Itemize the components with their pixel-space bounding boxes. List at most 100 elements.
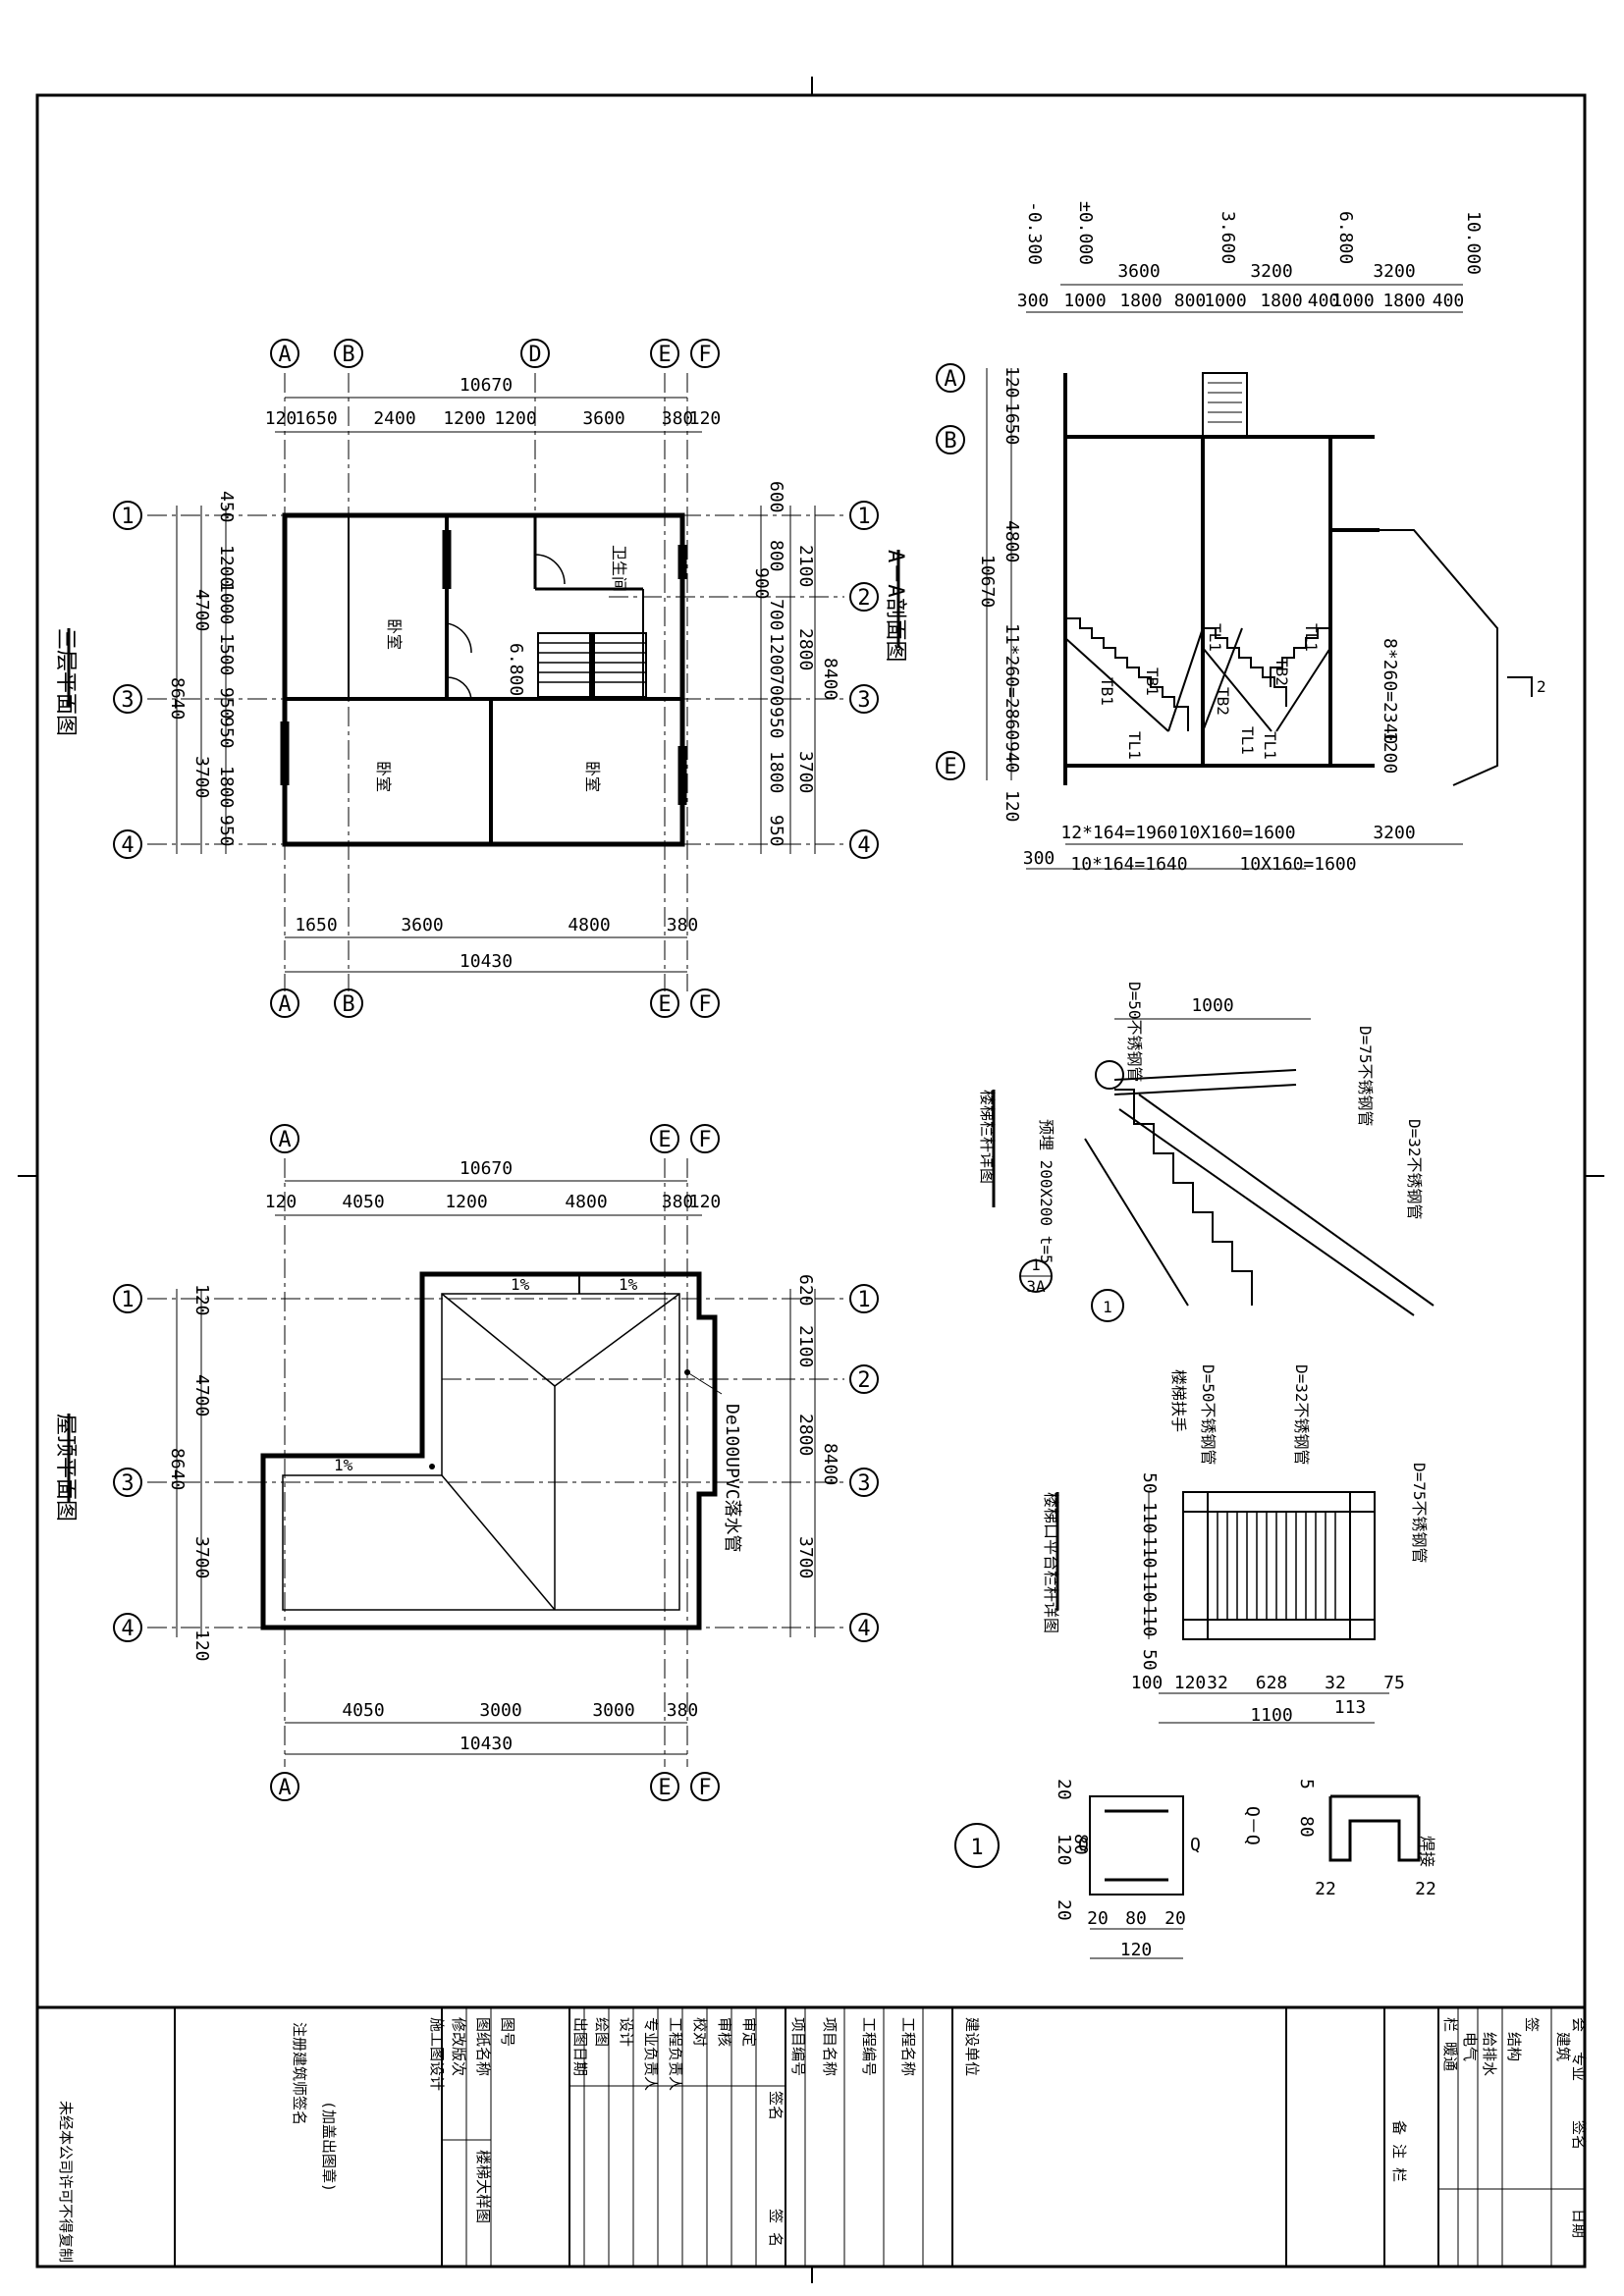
svg-text:4700: 4700	[191, 1374, 212, 1416]
svg-text:F: F	[698, 1128, 711, 1152]
section-axes: A B E	[936, 363, 965, 780]
svg-text:电气: 电气	[1461, 2032, 1479, 2061]
detail-q: Q－Q 5 80 22 22 焊接	[1242, 1779, 1436, 1899]
svg-text:3600: 3600	[1117, 261, 1160, 282]
svg-text:3000: 3000	[592, 1700, 634, 1721]
roof-plan-title: 屋顶平面图	[53, 1414, 78, 1522]
room-label-bathroom: 卫生间	[610, 545, 628, 592]
svg-text:380: 380	[662, 408, 694, 429]
svg-text:暖通: 暖通	[1441, 2042, 1459, 2071]
svg-text:E: E	[658, 1776, 671, 1800]
svg-text:2: 2	[857, 1368, 870, 1393]
svg-text:950: 950	[216, 815, 237, 847]
svg-text:3600: 3600	[582, 408, 624, 429]
svg-text:4: 4	[857, 1617, 870, 1641]
svg-text:120: 120	[1001, 790, 1022, 823]
svg-text:TL1: TL1	[1261, 731, 1279, 760]
tb-sign: 签名	[767, 2091, 785, 2120]
plan-left-axes: 1 3 4	[113, 501, 142, 859]
detail-q-title: Q－Q	[1242, 1806, 1263, 1845]
svg-text:1000: 1000	[216, 582, 237, 624]
title-block: 注册建筑师签名 (加盖出图章) 未经本公司许可不得复制 修改版次 施工图设计 图…	[37, 2005, 1588, 2267]
svg-text:380: 380	[662, 1192, 694, 1212]
roof-left-dims: 120 4700 3700 120 8640	[167, 1284, 212, 1662]
handrail-d50: D=50不锈钢管	[1125, 982, 1144, 1083]
detail-1-mark-left: Q	[1078, 1835, 1089, 1855]
svg-text:950: 950	[766, 815, 786, 847]
tb-remark: 备 注 栏	[1390, 2120, 1408, 2182]
svg-text:110: 110	[1139, 1502, 1160, 1534]
svg-text:8640: 8640	[167, 677, 188, 720]
svg-text:75: 75	[1383, 1673, 1405, 1693]
svg-text:1: 1	[857, 505, 870, 529]
svg-text:1800: 1800	[766, 751, 786, 793]
svg-text:3700: 3700	[795, 751, 816, 793]
detail-id: 1	[1103, 1298, 1112, 1316]
svg-text:3200: 3200	[1250, 261, 1292, 282]
svg-text:校对: 校对	[691, 2017, 709, 2047]
svg-text:32: 32	[1325, 1673, 1346, 1693]
svg-text:日期: 日期	[1570, 2209, 1588, 2238]
svg-text:1: 1	[121, 1288, 134, 1312]
svg-text:4: 4	[121, 833, 134, 858]
svg-text:项目名称: 项目名称	[821, 2017, 839, 2076]
svg-text:E: E	[944, 755, 956, 779]
svg-text:1800: 1800	[1119, 291, 1162, 311]
section-top-dims-2: 300 1000 1800 800 1000 1800 400 1000 180…	[1017, 291, 1465, 311]
svg-text:E: E	[658, 1128, 671, 1152]
svg-text:1500: 1500	[216, 633, 237, 675]
svg-text:会: 会	[1570, 2017, 1588, 2032]
svg-text:审定: 审定	[740, 2017, 758, 2047]
tb-stamp-seal: (加盖出图章)	[320, 2101, 338, 2192]
svg-text:结构: 结构	[1505, 2032, 1523, 2061]
roof-right-axes: 1 2 3 4	[849, 1284, 879, 1642]
roof-slope-1: 1%	[511, 1275, 530, 1294]
svg-text:20: 20	[1087, 1908, 1109, 1929]
svg-text:E: E	[658, 992, 671, 1017]
svg-text:1: 1	[121, 505, 134, 529]
section-top-dims-1: 3600 3200 3200	[1117, 261, 1415, 282]
svg-text:300: 300	[1017, 291, 1050, 311]
svg-text:120: 120	[1054, 1834, 1074, 1866]
third-floor-plan: 卧室 卫生间 卧室 卧室 6.800 三层平面图 A B D E F 10670…	[53, 339, 879, 1018]
svg-text:800: 800	[1174, 291, 1207, 311]
svg-text:32: 32	[1207, 1673, 1228, 1693]
detail-1-horiz-dims: 20 80 20	[1087, 1908, 1186, 1929]
svg-text:B: B	[944, 429, 956, 454]
svg-text:F: F	[698, 343, 711, 367]
detail-1-inner-dim: 80	[1070, 1834, 1091, 1855]
svg-text:2100: 2100	[795, 545, 816, 587]
svg-text:1650: 1650	[295, 915, 337, 935]
svg-text:600: 600	[766, 481, 786, 513]
svg-text:8640: 8640	[167, 1448, 188, 1490]
svg-text:3000: 3000	[479, 1700, 521, 1721]
svg-text:20: 20	[1054, 1779, 1074, 1800]
svg-text:120: 120	[191, 1629, 212, 1662]
tb-countersign-heads: 会 签 栏	[1441, 2017, 1588, 2032]
svg-text:950: 950	[766, 707, 786, 739]
svg-text:2800: 2800	[795, 628, 816, 670]
svg-text:10*164=1640: 10*164=1640	[1070, 854, 1187, 875]
section-bottom-dims-1: 12*164=1960 10X160=1600 3200	[1060, 823, 1415, 843]
svg-text:4050: 4050	[342, 1192, 384, 1212]
svg-text:工程编号: 工程编号	[860, 2017, 878, 2076]
svg-text:1800: 1800	[216, 766, 237, 808]
svg-text:400: 400	[1308, 291, 1340, 311]
svg-text:TL1: TL1	[1238, 726, 1257, 755]
tb-map-no: 图号	[499, 2017, 516, 2047]
svg-text:绘图: 绘图	[593, 2017, 611, 2047]
svg-text:B: B	[342, 343, 354, 367]
svg-text:3200: 3200	[1373, 261, 1415, 282]
svg-text:栏: 栏	[1441, 2017, 1459, 2032]
svg-text:专业负责人: 专业负责人	[642, 2017, 660, 2091]
section-title: A－A剖面图	[883, 550, 907, 663]
roof-right-dims: 620 2100 2800 3700 8400	[795, 1274, 840, 1578]
svg-text:3: 3	[121, 1471, 134, 1496]
svg-text:110: 110	[1139, 1571, 1160, 1603]
plan-top-axes: A B D E F	[270, 339, 720, 368]
svg-text:8400: 8400	[820, 1443, 840, 1485]
railing-elevation: 楼梯口平台栏杆详图 楼梯扶手 D=50不锈钢管 D=32不锈钢管 D=75不锈钢…	[1042, 1364, 1429, 1726]
svg-text:建设单位: 建设单位	[963, 2017, 981, 2076]
svg-text:1650: 1650	[1001, 402, 1022, 445]
svg-text:A: A	[278, 992, 291, 1017]
